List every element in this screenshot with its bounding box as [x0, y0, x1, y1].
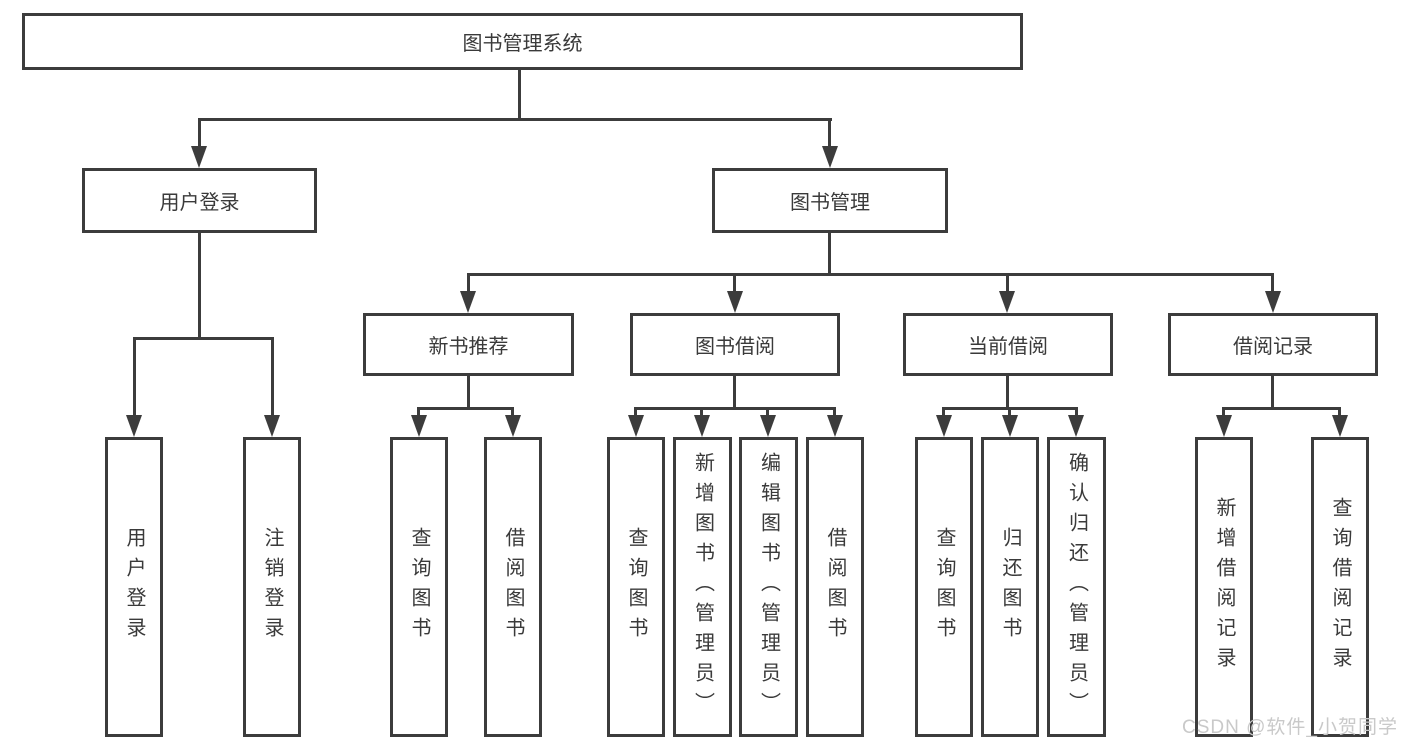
node-bb-query-books: 查询图书: [607, 437, 665, 737]
connector-user-login-stem: [198, 232, 201, 337]
node-label: 查询图书: [933, 527, 955, 647]
arrow-down-icon: [827, 415, 843, 437]
node-logout: 注销登录: [243, 437, 301, 737]
node-cb-confirm-return-admin: 确认归还（管理员）: [1047, 437, 1106, 737]
node-book-borrowing: 图书借阅: [630, 313, 840, 376]
connector-level2-rail: [198, 118, 832, 121]
connector-book-mgmt-stem: [828, 232, 831, 273]
arrow-down-icon: [191, 146, 207, 168]
connector-new-book-rail: [417, 407, 514, 410]
node-label: 注销登录: [261, 527, 283, 647]
connector-drop: [1222, 407, 1225, 417]
node-nb-query-books: 查询图书: [390, 437, 448, 737]
node-br-query-record: 查询借阅记录: [1311, 437, 1369, 737]
node-label: 借阅图书: [502, 527, 524, 647]
connector-borrow-record-rail: [1222, 407, 1341, 410]
node-user-login-action: 用户登录: [105, 437, 163, 737]
node-label: 确认归还（管理员）: [1065, 452, 1088, 722]
arrow-down-icon: [460, 291, 476, 313]
arrow-down-icon: [760, 415, 776, 437]
node-label: 借阅图书: [824, 527, 846, 647]
connector-user-login-drop: [198, 118, 201, 148]
connector-borrow-record-stem: [1271, 376, 1274, 407]
arrow-down-icon: [1332, 415, 1348, 437]
connector-borrow-record-drop: [1271, 273, 1274, 293]
arrow-down-icon: [264, 415, 280, 437]
node-borrowing-records: 借阅记录: [1168, 313, 1378, 376]
connector-drop: [1338, 407, 1341, 417]
arrow-down-icon: [411, 415, 427, 437]
arrow-down-icon: [505, 415, 521, 437]
arrow-down-icon: [694, 415, 710, 437]
node-label: 查询图书: [408, 527, 430, 647]
arrow-down-icon: [999, 291, 1015, 313]
connector-drop: [1008, 407, 1011, 417]
node-cb-return-books: 归还图书: [981, 437, 1039, 737]
connector-new-book-drop: [467, 273, 470, 293]
node-bb-edit-books-admin: 编辑图书（管理员）: [739, 437, 798, 737]
arrow-down-icon: [1265, 291, 1281, 313]
arrow-down-icon: [727, 291, 743, 313]
node-label: 新增图书（管理员）: [691, 452, 714, 722]
connector-drop: [1075, 407, 1078, 417]
node-new-book-recommend: 新书推荐: [363, 313, 574, 376]
connector-root-stem: [518, 69, 521, 118]
connector-book-borrow-stem: [733, 376, 736, 407]
arrow-down-icon: [628, 415, 644, 437]
node-label: 归还图书: [999, 527, 1021, 647]
arrow-down-icon: [1002, 415, 1018, 437]
arrow-down-icon: [822, 146, 838, 168]
node-label: 用户登录: [123, 527, 145, 647]
connector-book-borrow-rail: [634, 407, 836, 410]
node-br-add-record: 新增借阅记录: [1195, 437, 1253, 737]
connector-drop: [833, 407, 836, 417]
arrow-down-icon: [936, 415, 952, 437]
connector-current-borrow-drop: [1006, 273, 1009, 293]
connector-login-drop: [133, 337, 136, 417]
node-label: 新增借阅记录: [1213, 497, 1235, 677]
node-bb-borrow-books: 借阅图书: [806, 437, 864, 737]
connector-new-book-stem: [467, 376, 470, 407]
connector-drop: [417, 407, 420, 417]
connector-book-mgmt-drop: [828, 118, 831, 148]
node-user-login: 用户登录: [82, 168, 317, 233]
arrow-down-icon: [1068, 415, 1084, 437]
connector-user-login-rail: [133, 337, 274, 340]
connector-drop: [634, 407, 637, 417]
node-library-system: 图书管理系统: [22, 13, 1023, 70]
connector-drop: [700, 407, 703, 417]
node-label: 查询借阅记录: [1329, 497, 1351, 677]
connector-drop: [942, 407, 945, 417]
connector-book-borrow-drop: [733, 273, 736, 293]
node-label: 查询图书: [625, 527, 647, 647]
node-current-borrowing: 当前借阅: [903, 313, 1113, 376]
connector-logout-drop: [271, 337, 274, 417]
node-cb-query-books: 查询图书: [915, 437, 973, 737]
node-bb-add-books-admin: 新增图书（管理员）: [673, 437, 732, 737]
connector-drop: [511, 407, 514, 417]
csdn-watermark: CSDN @软件_小贺同学: [1182, 717, 1398, 738]
node-nb-borrow-books: 借阅图书: [484, 437, 542, 737]
node-label: 编辑图书（管理员）: [757, 452, 780, 722]
connector-drop: [766, 407, 769, 417]
arrow-down-icon: [126, 415, 142, 437]
arrow-down-icon: [1216, 415, 1232, 437]
node-book-management: 图书管理: [712, 168, 948, 233]
connector-level3-rail: [467, 273, 1274, 276]
connector-current-borrow-stem: [1006, 376, 1009, 407]
